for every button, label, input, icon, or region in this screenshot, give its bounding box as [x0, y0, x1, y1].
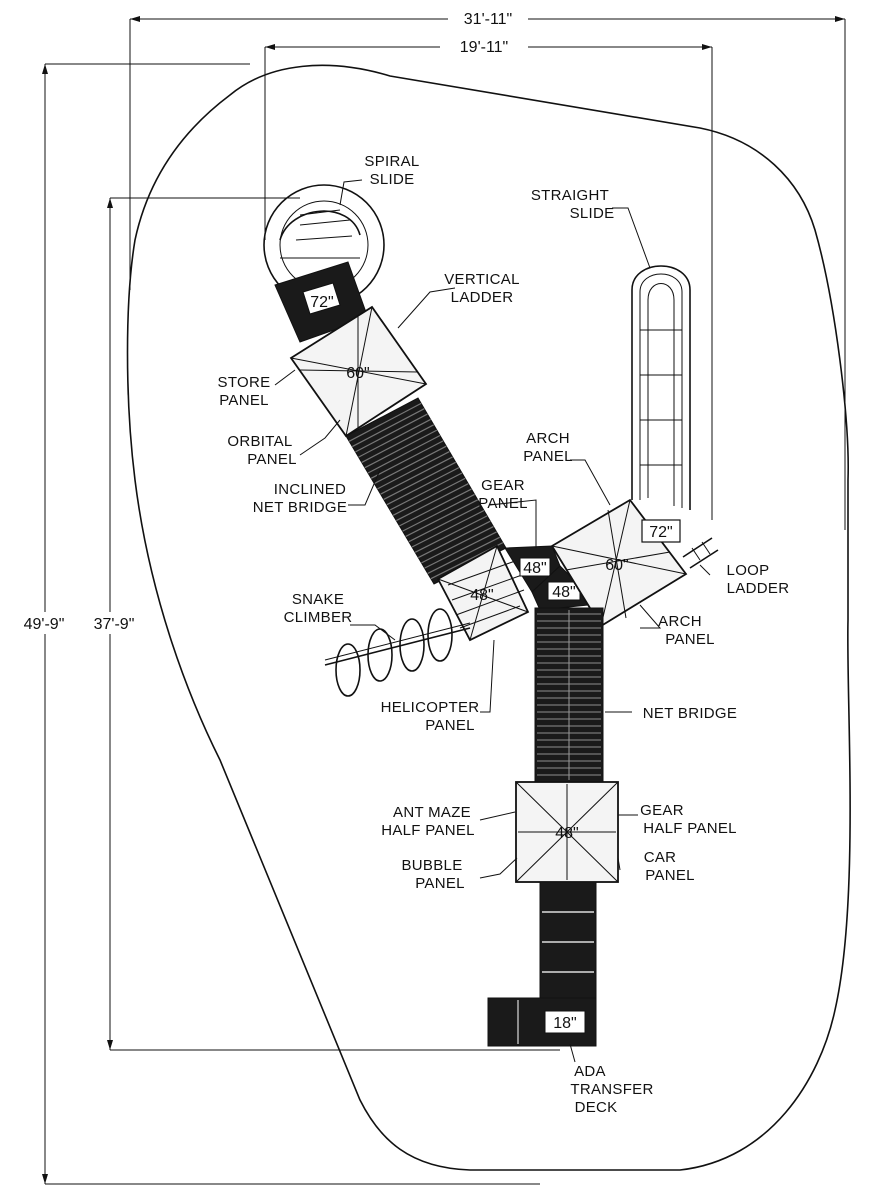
svg-text:PANEL: PANEL	[247, 451, 297, 468]
svg-text:LADDER: LADDER	[727, 580, 790, 597]
label-net-bridge: NET BRIDGE	[643, 705, 737, 722]
deck-arch: 60"	[605, 557, 628, 574]
svg-text:DECK: DECK	[575, 1099, 618, 1116]
label-gear-half-panel: GEAR HALF PANEL	[640, 802, 737, 837]
label-snake-climber: SNAKE CLIMBER	[284, 591, 353, 626]
deck-lower: 48"	[555, 825, 578, 842]
svg-text:GEAR: GEAR	[481, 477, 525, 494]
svg-text:PANEL: PANEL	[478, 495, 528, 512]
leader-lines	[274, 179, 711, 1063]
label-orbital-panel: ORBITAL PANEL	[227, 433, 296, 468]
label-store-panel: STORE PANEL	[218, 374, 271, 409]
label-spiral-slide: SPIRAL SLIDE	[364, 153, 419, 188]
overall-width-dim: 31'-11"	[464, 11, 512, 28]
svg-text:PANEL: PANEL	[415, 875, 465, 892]
svg-text:ARCH: ARCH	[526, 430, 570, 447]
inner-width-dim: 19'-11"	[460, 39, 508, 56]
svg-text:BUBBLE: BUBBLE	[402, 857, 463, 874]
upper-left-deck: 60"	[289, 305, 428, 438]
svg-text:LOOP: LOOP	[727, 562, 770, 579]
svg-text:CAR: CAR	[644, 849, 677, 866]
svg-text:PANEL: PANEL	[425, 717, 475, 734]
svg-text:ARCH: ARCH	[658, 613, 702, 630]
svg-text:TRANSFER: TRANSFER	[570, 1081, 653, 1098]
deck-gear-b: 48"	[552, 584, 575, 601]
overall-length-dim: 49'-9"	[24, 616, 65, 633]
svg-text:GEAR: GEAR	[640, 802, 684, 819]
svg-text:PANEL: PANEL	[665, 631, 715, 648]
svg-text:NET BRIDGE: NET BRIDGE	[253, 499, 347, 516]
deck-ada: 18"	[553, 1015, 576, 1032]
svg-text:LADDER: LADDER	[451, 289, 514, 306]
svg-text:CLIMBER: CLIMBER	[284, 609, 353, 626]
dimension-overall-width: 31'-11"	[129, 8, 846, 530]
label-car-panel: CAR PANEL	[644, 849, 695, 884]
svg-text:NET BRIDGE: NET BRIDGE	[643, 705, 737, 722]
svg-text:STRAIGHT: STRAIGHT	[531, 187, 609, 204]
label-helicopter-panel: HELICOPTER PANEL	[381, 699, 480, 734]
label-bubble-panel: BUBBLE PANEL	[402, 857, 465, 892]
deck-helicopter: 48"	[470, 587, 493, 604]
label-vertical-ladder: VERTICAL LADDER	[444, 271, 519, 306]
svg-text:PANEL: PANEL	[523, 448, 573, 465]
deck-spiral-top: 72"	[310, 294, 333, 311]
svg-text:ANT MAZE: ANT MAZE	[393, 804, 471, 821]
inner-length-dim: 37'-9"	[94, 616, 135, 633]
step-platforms	[539, 881, 597, 1001]
dimension-inner-width: 19'-11"	[264, 36, 713, 520]
label-inclined-net-bridge: INCLINED NET BRIDGE	[253, 481, 347, 516]
dimension-overall-length: 49'-9"	[8, 63, 540, 1185]
deck-upper-left: 60"	[346, 365, 369, 382]
straight-slide: 72"	[631, 265, 691, 543]
label-ant-maze-half-panel: ANT MAZE HALF PANEL	[381, 804, 475, 839]
svg-text:SLIDE: SLIDE	[370, 171, 415, 188]
snake-climber	[324, 608, 471, 697]
svg-text:STORE: STORE	[218, 374, 271, 391]
helicopter-deck: 48"	[436, 544, 530, 642]
svg-text:ORBITAL: ORBITAL	[227, 433, 292, 450]
label-gear-panel: GEAR PANEL	[478, 477, 528, 512]
svg-text:PANEL: PANEL	[219, 392, 269, 409]
svg-text:SNAKE: SNAKE	[292, 591, 344, 608]
gear-deck-b: 48"	[531, 565, 600, 611]
svg-text:SPIRAL: SPIRAL	[364, 153, 419, 170]
safety-zone-outline	[126, 64, 851, 1171]
svg-text:INCLINED: INCLINED	[274, 481, 346, 498]
ada-transfer-deck: 18"	[487, 997, 597, 1047]
svg-text:VERTICAL: VERTICAL	[444, 271, 519, 288]
label-arch-panel-bottom: ARCH PANEL	[658, 613, 715, 648]
label-straight-slide: STRAIGHT SLIDE	[531, 187, 615, 222]
svg-text:SLIDE: SLIDE	[570, 205, 615, 222]
deck-slide-top: 72"	[649, 524, 672, 541]
net-bridge	[534, 607, 604, 783]
label-arch-panel-top: ARCH PANEL	[523, 430, 573, 465]
svg-text:HALF PANEL: HALF PANEL	[643, 820, 737, 837]
label-ada-transfer-deck: ADA TRANSFER DECK	[570, 1063, 653, 1116]
loop-ladder	[682, 537, 719, 569]
svg-text:HALF PANEL: HALF PANEL	[381, 822, 475, 839]
inclined-net-bridge	[345, 397, 507, 585]
deck-gear-a: 48"	[523, 560, 546, 577]
svg-text:HELICOPTER: HELICOPTER	[381, 699, 480, 716]
lower-deck: 48"	[515, 781, 619, 883]
svg-text:PANEL: PANEL	[645, 867, 695, 884]
svg-text:ADA: ADA	[574, 1063, 606, 1080]
dimension-inner-length: 37'-9"	[84, 197, 560, 1051]
label-loop-ladder: LOOP LADDER	[727, 562, 790, 597]
